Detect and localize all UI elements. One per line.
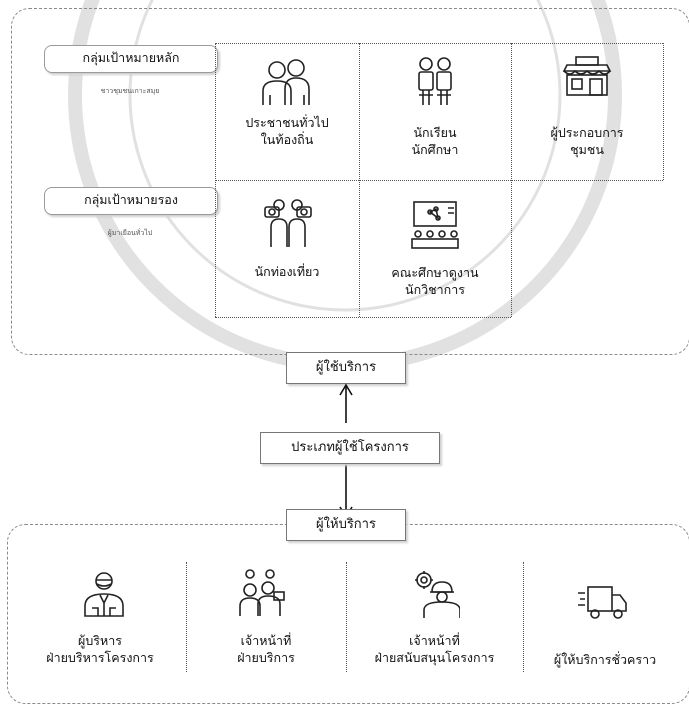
shop-icon bbox=[562, 56, 612, 96]
engineer-icon bbox=[415, 571, 460, 618]
service-staff-icon bbox=[239, 569, 285, 616]
provider-label-manager: ผู้บริหาร ฝ่ายบริหารโครงการ bbox=[46, 633, 154, 665]
service-users-box: ผู้ใช้บริการ bbox=[286, 352, 406, 384]
people-icon bbox=[262, 59, 310, 105]
truck-icon bbox=[578, 586, 627, 619]
students-icon bbox=[418, 57, 452, 105]
user-types-box: ประเภทผู้ใช้โครงการ bbox=[260, 432, 440, 464]
secondary-group-label: กลุ่มเป้าหมายรอง bbox=[44, 187, 218, 215]
lecture-icon bbox=[411, 201, 459, 249]
target-label-entrepreneurs: ผู้ประกอบการ ชุมชน bbox=[550, 125, 624, 157]
target-label-students: นักเรียน นักศึกษา bbox=[411, 125, 459, 157]
primary-group-label: กลุ่มเป้าหมายหลัก bbox=[44, 45, 218, 73]
service-providers-box: ผู้ให้บริการ bbox=[286, 509, 406, 541]
provider-label-support-staff: เจ้าหน้าที่ ฝ่ายสนับสนุนโครงการ bbox=[374, 633, 495, 665]
secondary-group-sublabel: ผู้มาเยือนทั่วไป bbox=[107, 229, 153, 237]
target-label-tourists: นักท่องเที่ยว bbox=[254, 264, 320, 279]
provider-label-temporary: ผู้ให้บริการชั่วคราว bbox=[553, 652, 657, 667]
manager-icon bbox=[84, 572, 124, 617]
target-label-locals: ประชาชนทั่วไป ในท้องถิ่น bbox=[245, 115, 329, 147]
provider-label-service-staff: เจ้าหน้าที่ ฝ่ายบริการ bbox=[237, 633, 295, 665]
primary-group-sublabel: ชาวชุมชนเกาะสมุย bbox=[100, 87, 160, 95]
target-label-study-visitors: คณะศึกษาดูงาน นักวิชาการ bbox=[391, 265, 479, 297]
tourists-icon bbox=[264, 199, 312, 247]
